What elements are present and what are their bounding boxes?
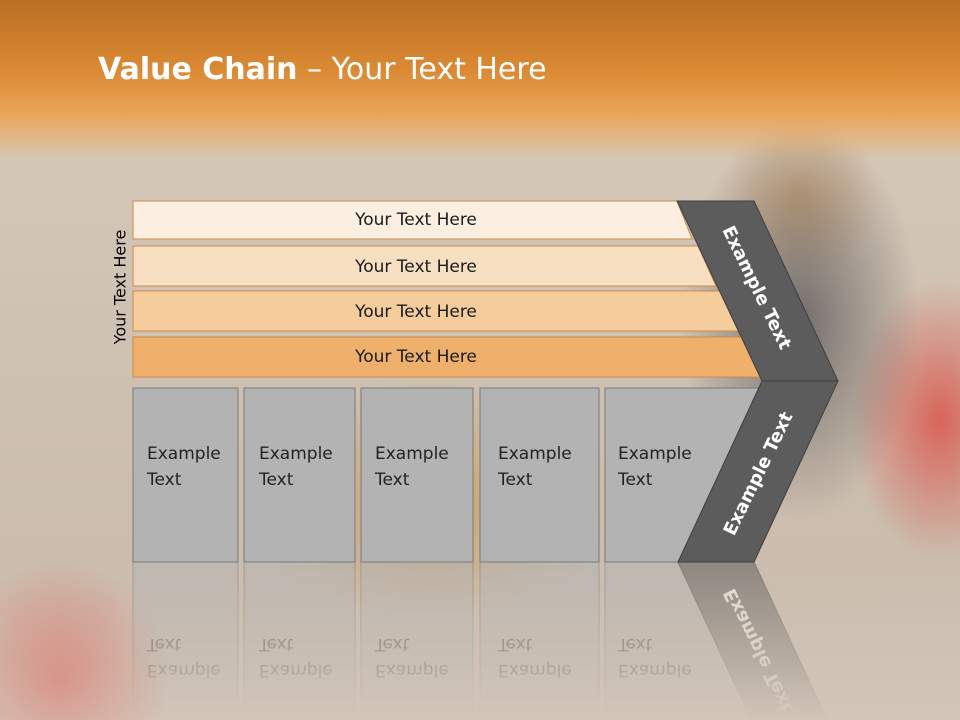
reflection-box-1 [132,561,239,720]
reflection-box-4-line2: Text [497,634,533,654]
reflection-box-2-line1: Example [259,660,333,680]
reflection-chevron [677,561,828,720]
box-1: Example Text [132,387,239,563]
box-2: Example Text [243,387,356,563]
box-1-line1: Example [147,444,221,464]
bar-1-label: Your Text Here [354,210,477,230]
box-3-line2: Text [374,470,410,490]
bar-1-shape [132,200,693,240]
reflection: Example Text Example Text Example Text E… [132,561,828,720]
box-3-shape [360,387,474,563]
box-4-line2: Text [497,470,533,490]
box-2-line2: Text [258,470,294,490]
box-5-line2: Text [617,470,653,490]
reflection-box-3-line2: Text [374,634,410,654]
reflection-box-3-line1: Example [375,660,449,680]
reflection-box-5-line2: Text [617,634,653,654]
box-2-line1: Example [259,444,333,464]
box-1-shape [132,387,239,563]
bar-2-label: Your Text Here [354,257,477,277]
reflection-box-2 [243,561,356,720]
box-3-line1: Example [375,444,449,464]
reflection-box-3 [360,561,474,720]
reflection-box-5-line1: Example [618,660,692,680]
reflection-box-4 [479,561,600,720]
bar-2: Your Text Here [132,245,717,287]
title-rest: – Your Text Here [297,52,547,87]
slide-title: Value Chain – Your Text Here [98,52,547,87]
side-label: Your Text Here [111,230,130,346]
bars: Your Text Here Your Text Here Your Text … [132,200,763,378]
box-4: Example Text [479,387,600,563]
reflection-box-2-line2: Text [258,634,294,654]
reflection-box-4-line1: Example [498,660,572,680]
box-4-shape [479,387,600,563]
reflection-box-1-line1: Example [147,660,221,680]
bar-2-shape [132,245,717,287]
title-bold: Value Chain [98,52,298,87]
boxes: Example Text Example Text Example Text E… [132,387,763,563]
header-band [0,0,960,160]
box-2-shape [243,387,356,563]
bar-3-label: Your Text Here [354,302,477,322]
bar-1: Your Text Here [132,200,693,240]
reflection-box-1-line2: Text [146,634,182,654]
box-5-line1: Example [618,444,692,464]
bar-4-label: Your Text Here [354,347,477,367]
box-3: Example Text [360,387,474,563]
bar-4: Your Text Here [132,336,763,378]
box-1-line2: Text [146,470,182,490]
box-4-line1: Example [498,444,572,464]
bar-3: Your Text Here [132,290,740,332]
